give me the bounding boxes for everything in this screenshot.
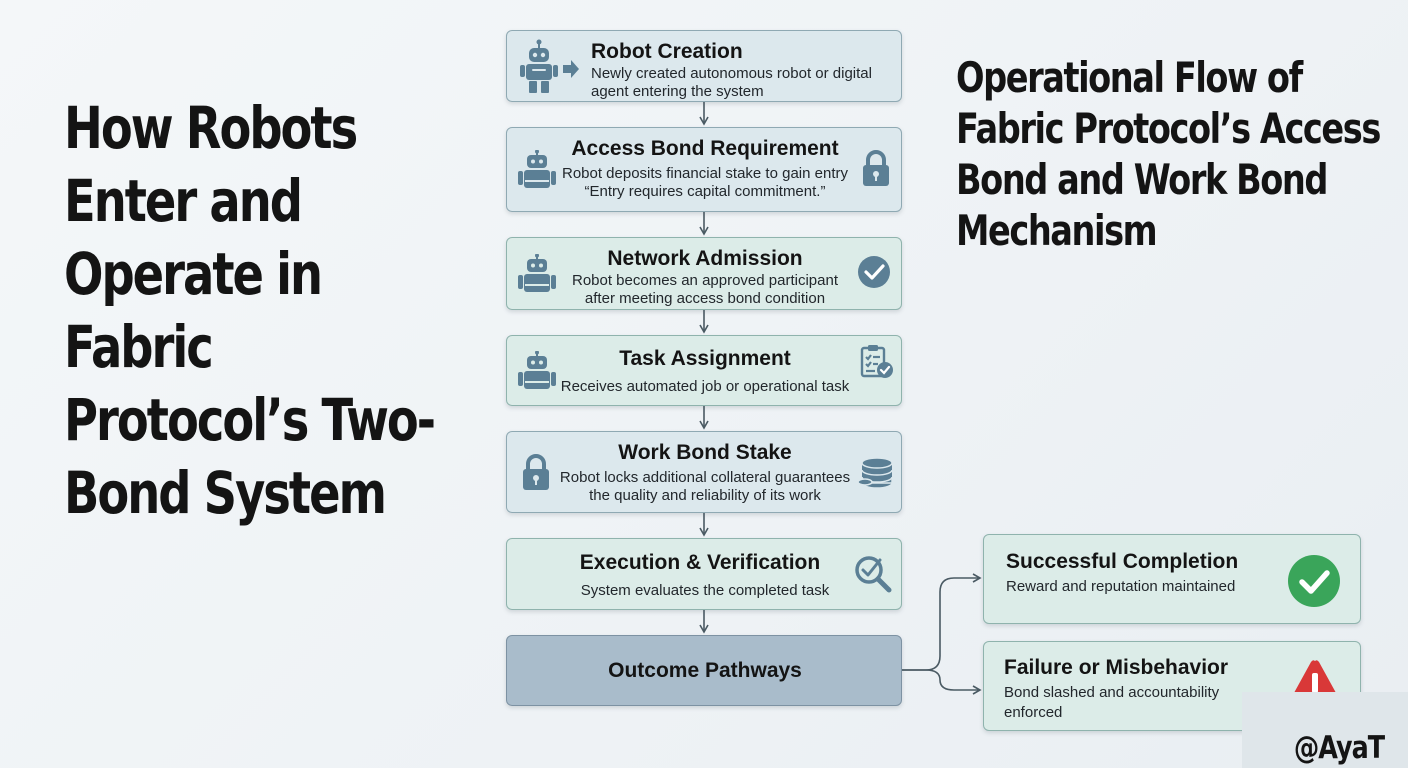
step-execution-verification: Execution & Verification System evaluate… — [506, 538, 902, 610]
step-task-assignment: Task Assignment Receives automated job o… — [506, 335, 902, 406]
step-description-line: Receives automated job or operational ta… — [560, 378, 850, 395]
step-description-line: agent entering the system — [591, 83, 764, 100]
headline-line: Enter and — [64, 167, 303, 235]
step-description-line: the quality and reliability of its work — [589, 487, 821, 504]
step-title: Robot Creation — [591, 40, 743, 63]
step-description: Receives automated job or operational ta… — [507, 378, 903, 396]
step-description: Robot becomes an approved participant af… — [507, 272, 903, 308]
step-robot-creation: Robot Creation Newly created autonomous … — [506, 30, 902, 102]
robot-icon — [518, 254, 556, 292]
author-signature-panel: @AyaT — [1242, 692, 1408, 768]
step-work-bond-stake: Work Bond Stake Robot locks additional c… — [506, 431, 902, 513]
check-circle-icon — [858, 256, 890, 288]
green-check-icon — [1288, 555, 1340, 607]
headline-line: How Robots — [64, 94, 358, 162]
step-description: System evaluates the completed task — [507, 582, 903, 600]
robot-icon — [518, 150, 556, 188]
subheading-line: Operational Flow of — [956, 53, 1303, 102]
headline-line: Fabric — [64, 313, 214, 381]
arrow-outcome-to-failure — [902, 669, 982, 695]
subheading: Operational Flow of Fabric Protocol’s Ac… — [956, 52, 1388, 256]
clipboard-check-icon — [860, 345, 893, 378]
step-title: Outcome Pathways — [608, 659, 802, 682]
outcome-description: Reward and reputation maintained — [1006, 578, 1236, 595]
author-handle: @AyaT — [1293, 730, 1385, 766]
step-description-line: Robot becomes an approved participant — [571, 272, 838, 289]
step-description: Newly created autonomous robot or digita… — [591, 65, 872, 101]
lock-icon — [863, 150, 889, 186]
step-title: Work Bond Stake — [618, 441, 792, 464]
step-description-line: Robot deposits financial stake to gain e… — [561, 165, 848, 182]
subheading-line: Mechanism — [956, 206, 1158, 255]
coin-stack-icon — [857, 457, 893, 489]
step-description-line: “Entry requires capital commitment.” — [584, 183, 826, 200]
headline-line: Operate in — [64, 240, 323, 308]
step-title: Execution & Verification — [579, 551, 821, 574]
step-title: Network Admission — [607, 247, 803, 270]
outcome-success: Successful Completion Reward and reputat… — [983, 534, 1361, 624]
arrow-outcome-to-success — [902, 573, 982, 671]
step-description: Robot locks additional collateral guaran… — [507, 469, 903, 505]
outcome-description-line: Bond slashed and accountability — [1004, 684, 1220, 701]
robot-icon — [518, 351, 556, 389]
step-description: Robot deposits financial stake to gain e… — [507, 165, 903, 201]
magnifier-check-icon — [855, 556, 892, 593]
step-access-bond-requirement: Access Bond Requirement Robot deposits f… — [506, 127, 902, 212]
step-description-line: after meeting access bond condition — [584, 290, 826, 307]
subheading-line: Fabric Protocol’s Access — [956, 104, 1381, 153]
step-title: Task Assignment — [619, 347, 791, 370]
robot-icon — [520, 39, 579, 93]
headline: How Robots Enter and Operate in Fabric P… — [64, 92, 436, 530]
outcome-description-line: enforced — [1004, 704, 1063, 721]
headline-line: Bond System — [64, 459, 387, 527]
step-description-line: Robot locks additional collateral guaran… — [559, 469, 851, 486]
subheading-line: Bond and Work Bond — [956, 155, 1328, 204]
step-network-admission: Network Admission Robot becomes an appro… — [506, 237, 902, 310]
lock-icon — [523, 454, 549, 490]
step-description-line: Newly created autonomous robot or digita… — [591, 65, 872, 82]
step-description-line: System evaluates the completed task — [580, 582, 830, 599]
outcome-description: Bond slashed and accountability enforced — [1004, 683, 1219, 723]
headline-line: Protocol’s Two- — [64, 386, 436, 454]
step-outcome-pathways: Outcome Pathways — [506, 635, 902, 706]
step-title: Access Bond Requirement — [571, 137, 839, 160]
outcome-title: Failure or Misbehavior — [1004, 656, 1229, 679]
outcome-title: Successful Completion — [1006, 550, 1239, 573]
